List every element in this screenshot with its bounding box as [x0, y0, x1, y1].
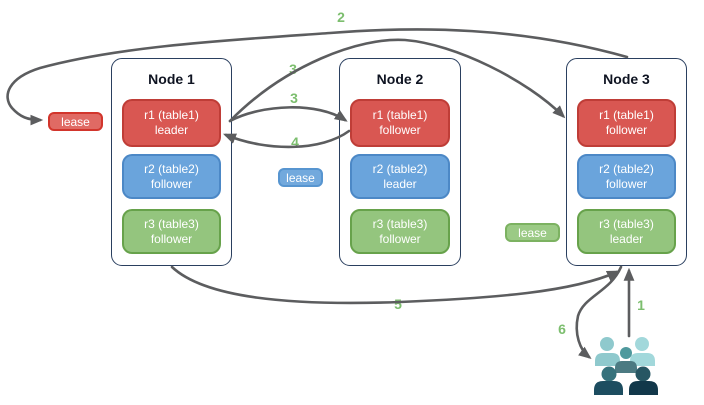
node-2-replica-r3: r3 (table3) follower: [350, 209, 450, 254]
step-label-4: 4: [291, 134, 299, 150]
step-label-3a: 3: [289, 61, 297, 77]
lease-badge-table3: lease: [505, 223, 560, 242]
node-2-title: Node 2: [376, 71, 424, 87]
node-1-replica-r2: r2 (table2) follower: [122, 154, 221, 199]
replica-role: follower: [605, 176, 648, 191]
node-3-replica-r2: r2 (table2) follower: [577, 154, 676, 199]
node-1-replica-r3: r3 (table3) follower: [122, 209, 221, 254]
lease-badge-table2: lease: [278, 168, 323, 187]
replica-role: follower: [605, 123, 648, 137]
replica-role: leader: [383, 176, 417, 191]
step-label-5: 5: [394, 296, 402, 312]
node-3-replica-r3: r3 (table3) leader: [577, 209, 676, 254]
replica-name: r3 (table3): [599, 216, 654, 231]
users-group-icon: [594, 337, 658, 395]
replica-role: leader: [609, 231, 644, 246]
node-1-title: Node 1: [148, 71, 195, 87]
node-3-title: Node 3: [603, 71, 650, 87]
replica-name: r2 (table2): [599, 161, 654, 176]
replica-name: r3 (table3): [144, 216, 199, 231]
arrow-step-2: [6, 28, 629, 126]
node-2-replica-r1: r1 (table1) follower: [350, 99, 450, 147]
replica-name: r1 (table1): [599, 108, 654, 122]
step-label-1: 1: [637, 297, 645, 313]
node-3-box: Node 3 r1 (table1) follower r2 (table2) …: [566, 58, 687, 266]
step-label-6: 6: [558, 321, 566, 337]
replica-role: follower: [379, 123, 421, 137]
node-3-replica-r1: r1 (table1) follower: [577, 99, 676, 147]
node-1-box: Node 1 r1 (table1) leader r2 (table2) fo…: [111, 58, 232, 266]
step-label-3b: 3: [290, 90, 298, 106]
replica-role: follower: [150, 231, 193, 246]
replica-name: r2 (table2): [144, 161, 199, 176]
replica-name: r3 (table3): [372, 216, 428, 231]
replica-name: r1 (table1): [144, 108, 199, 122]
node-1-replica-r1: r1 (table1) leader: [122, 99, 221, 147]
replica-name: r2 (table2): [372, 161, 428, 176]
lease-badge-table1: lease: [48, 112, 103, 131]
node-2-box: Node 2 r1 (table1) follower r2 (table2) …: [339, 58, 461, 266]
replica-role: follower: [379, 231, 421, 246]
step-label-2: 2: [337, 9, 345, 25]
arrow-step-4: [222, 129, 351, 149]
replica-role: follower: [150, 176, 193, 191]
replica-name: r1 (table1): [372, 108, 428, 122]
node-2-replica-r2: r2 (table2) leader: [350, 154, 450, 199]
arrow-step-3-to-node2: [228, 106, 348, 123]
replica-role: leader: [154, 123, 189, 137]
